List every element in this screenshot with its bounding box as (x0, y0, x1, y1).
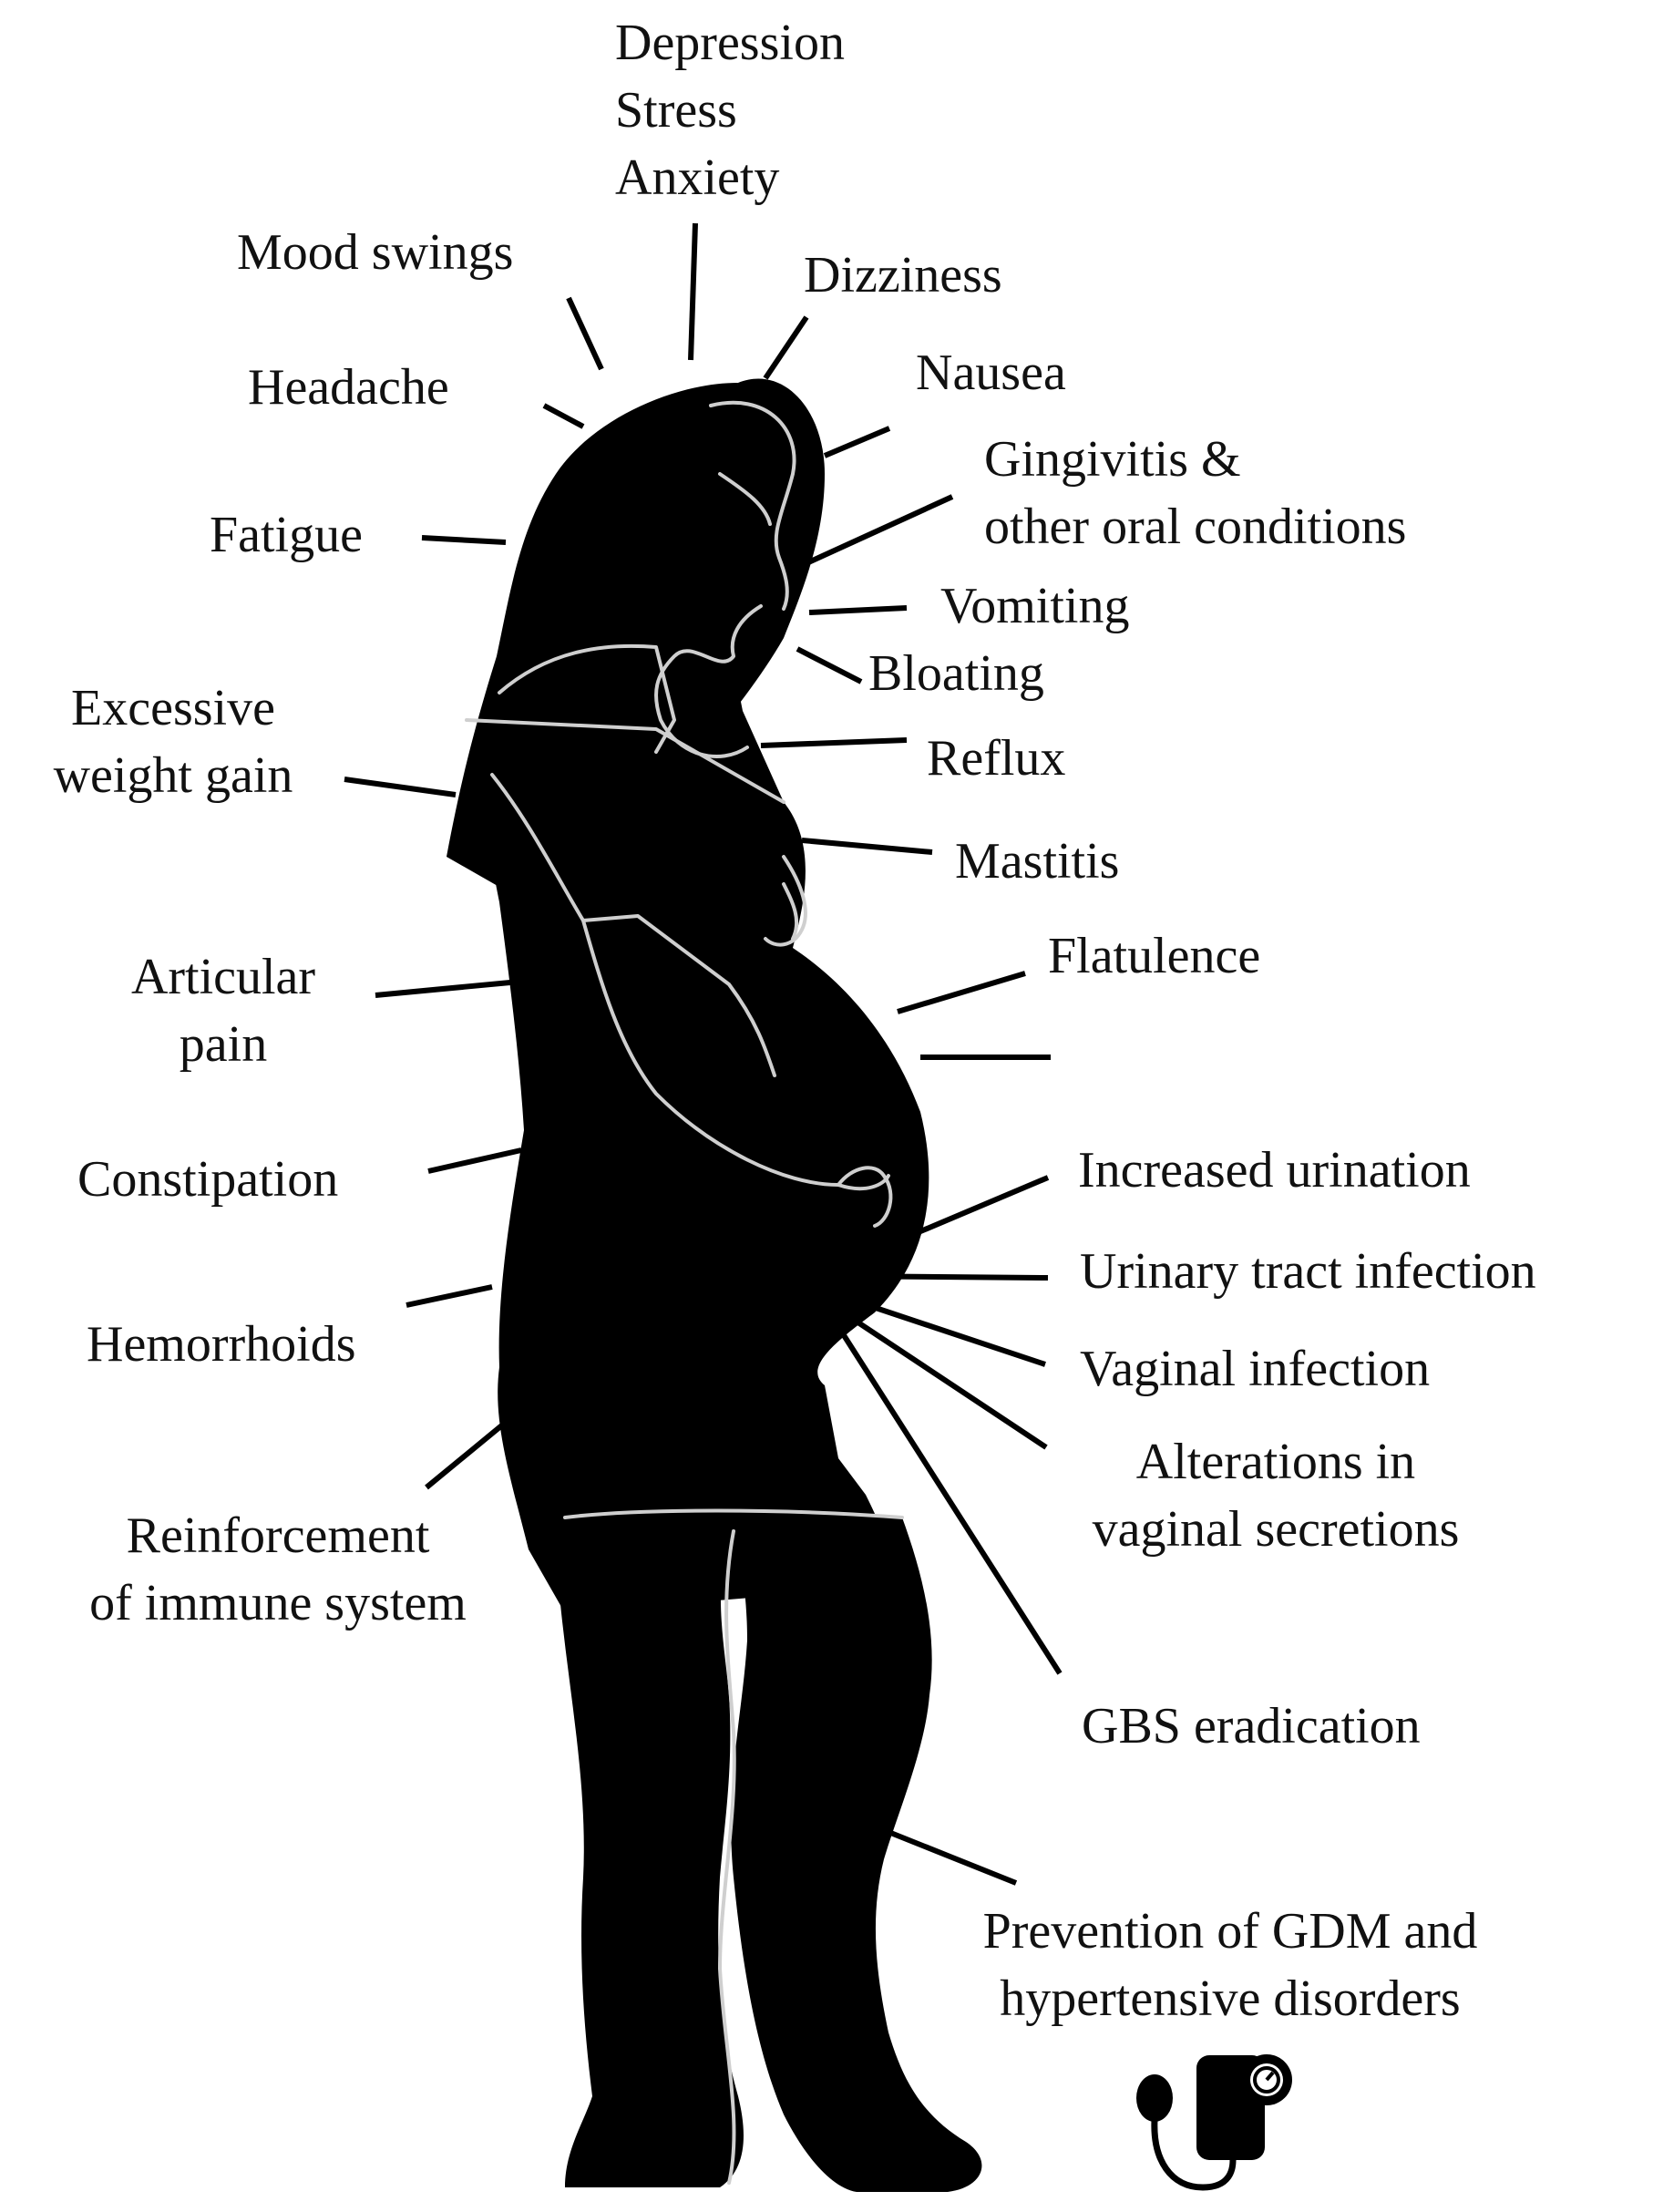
label-vaginal-infection: Vaginal infection (1080, 1341, 1431, 1397)
label-gdm-prevention: Prevention of GDM and hypertensive disor… (982, 1903, 1478, 2027)
label-mastitis: Mastitis (955, 833, 1120, 890)
label-immune-system: Reinforcement of immune system (89, 1507, 467, 1631)
label-vaginal-secretions: Alterations in vaginal secretions (1092, 1434, 1460, 1558)
label-gingivitis: Gingivitis & other oral conditions (984, 431, 1407, 555)
label-hemorrhoids: Hemorrhoids (87, 1316, 356, 1373)
label-weight-gain: Excessive weight gain (53, 680, 293, 804)
label-flatulence: Flatulence (1048, 928, 1261, 984)
blood-pressure-monitor-icon (1136, 2054, 1292, 2191)
label-bloating: Bloating (868, 645, 1044, 702)
label-fatigue: Fatigue (210, 507, 363, 563)
label-mood-swings: Mood swings (237, 224, 514, 281)
label-reflux: Reflux (927, 730, 1066, 787)
label-increased-urination: Increased urination (1078, 1142, 1471, 1199)
label-mental-health: Depression Stress Anxiety (615, 15, 845, 206)
label-headache: Headache (248, 359, 449, 416)
label-articular-pain: Articular pain (130, 949, 316, 1073)
label-gbs-eradication: GBS eradication (1082, 1698, 1421, 1754)
label-vomiting: Vomiting (940, 578, 1130, 634)
label-nausea: Nausea (916, 345, 1066, 401)
label-urinary-tract-infection: Urinary tract infection (1080, 1243, 1536, 1300)
label-constipation: Constipation (77, 1151, 339, 1208)
label-dizziness: Dizziness (804, 247, 1002, 304)
